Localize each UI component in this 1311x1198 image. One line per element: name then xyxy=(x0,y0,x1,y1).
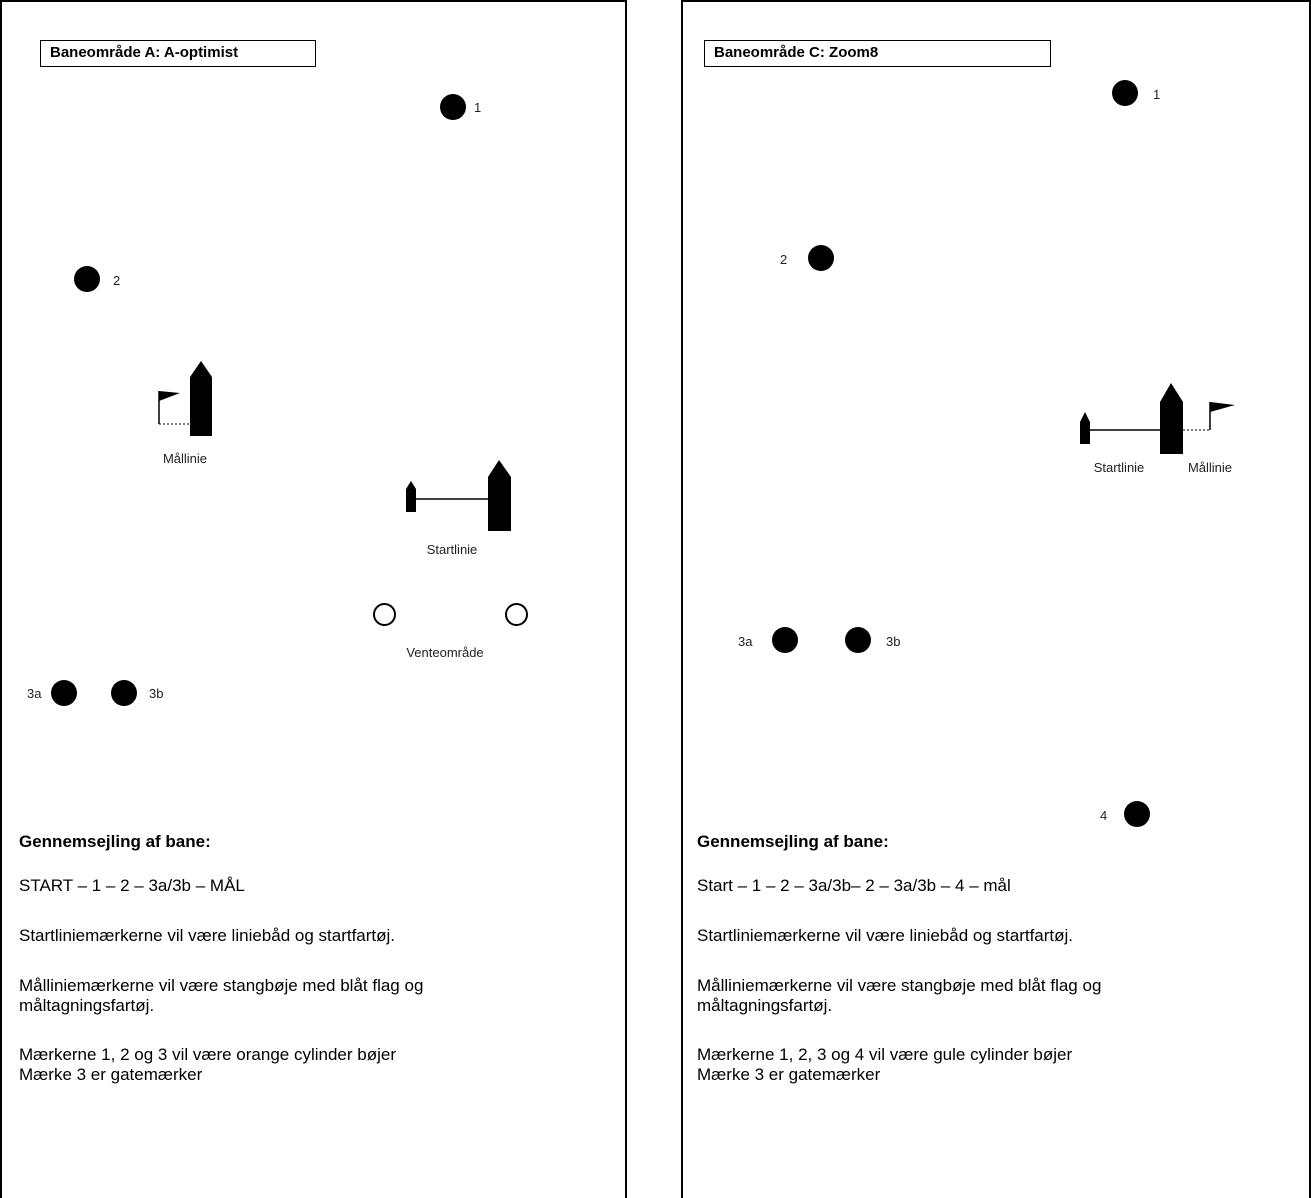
left-start-line-label: Startlinie xyxy=(426,542,478,557)
right-mark-2-label: 2 xyxy=(780,252,788,267)
left-finish-line-marker xyxy=(158,361,212,436)
right-course-text: Start – 1 – 2 – 3a/3b– 2 – 3a/3b – 4 – m… xyxy=(697,876,1011,895)
left-mark-3b-label: 3b xyxy=(149,686,164,701)
left-course-text: START – 1 – 2 – 3a/3b – MÅL xyxy=(19,876,245,895)
left-start-marks-line: Startliniemærkerne vil være liniebåd og … xyxy=(19,926,396,945)
right-course-sequence: Start – 1 – 2 – 3a/3b– 2 – 3a/3b – 4 – m… xyxy=(697,876,1011,896)
right-finish-marks-line-1: Målliniemærkerne vil være stangbøje med … xyxy=(697,976,1102,995)
right-mark-3a-buoy xyxy=(772,627,798,653)
left-start-marks-text: Startliniemærkerne vil være liniebåd og … xyxy=(19,926,395,946)
left-start-line-marker xyxy=(406,460,511,531)
right-marks-description: Mærkerne 1, 2, 3 og 4 vil være gule cyli… xyxy=(697,1045,1072,1085)
left-course-title: Baneområde A: A-optimist xyxy=(40,40,316,67)
right-mark-3a-label: 3a xyxy=(738,634,753,649)
right-mark-3b-label: 3b xyxy=(886,634,901,649)
left-marks-desc-line-1: Mærkerne 1, 2 og 3 vil være orange cylin… xyxy=(19,1045,396,1064)
left-course-panel xyxy=(0,0,627,1198)
left-mark-2-buoy xyxy=(74,266,100,292)
panel-gap xyxy=(627,0,681,1198)
right-course-heading: Gennemsejling af bane: xyxy=(697,832,889,851)
right-marks-desc-line-2: Mærke 3 er gatemærker xyxy=(697,1065,881,1084)
left-waiting-buoy-1 xyxy=(373,603,396,626)
right-finish-marks-line-2: måltagningsfartøj. xyxy=(697,996,833,1015)
right-finish-line-label: Mållinie xyxy=(1187,460,1233,475)
right-start-marks-line: Startliniemærkerne vil være liniebåd og … xyxy=(697,926,1074,945)
right-start-marks-text: Startliniemærkerne vil være liniebåd og … xyxy=(697,926,1073,946)
left-mark-3a-label: 3a xyxy=(27,686,42,701)
left-marks-desc-line-2: Mærke 3 er gatemærker xyxy=(19,1065,203,1084)
left-mark-3b-buoy xyxy=(111,680,137,706)
left-finish-line-label: Mållinie xyxy=(162,451,208,466)
right-course-title: Baneområde C: Zoom8 xyxy=(704,40,1051,67)
left-course-heading: Gennemsejling af bane: xyxy=(19,832,211,851)
left-mark-2-label: 2 xyxy=(113,273,121,288)
left-marks-description: Mærkerne 1, 2 og 3 vil være orange cylin… xyxy=(19,1045,396,1085)
right-mark-4-buoy xyxy=(1124,801,1150,827)
left-waiting-buoy-2 xyxy=(505,603,528,626)
left-finish-marks-line-2: måltagningsfartøj. xyxy=(19,996,155,1015)
left-waiting-area-label: Venteområde xyxy=(406,645,484,660)
right-mark-2-buoy xyxy=(808,245,834,271)
left-course-sequence: START – 1 – 2 – 3a/3b – MÅL xyxy=(19,876,245,896)
right-course-panel xyxy=(681,0,1311,1198)
right-mark-1-label: 1 xyxy=(1153,87,1161,102)
left-mark-1-label: 1 xyxy=(474,100,482,115)
right-start-finish-line-marker xyxy=(1080,383,1235,454)
right-marks-desc-line-1: Mærkerne 1, 2, 3 og 4 vil være gule cyli… xyxy=(697,1045,1073,1064)
right-finish-marks-text: Målliniemærkerne vil være stangbøje med … xyxy=(697,976,1101,1016)
left-finish-marks-line-1: Målliniemærkerne vil være stangbøje med … xyxy=(19,976,424,995)
right-start-line-label: Startlinie xyxy=(1093,460,1145,475)
right-mark-3b-buoy xyxy=(845,627,871,653)
left-mark-3a-buoy xyxy=(51,680,77,706)
right-mark-4-label: 4 xyxy=(1100,808,1108,823)
left-mark-1-buoy xyxy=(440,94,466,120)
left-finish-marks-text: Målliniemærkerne vil være stangbøje med … xyxy=(19,976,423,1016)
right-mark-1-buoy xyxy=(1112,80,1138,106)
